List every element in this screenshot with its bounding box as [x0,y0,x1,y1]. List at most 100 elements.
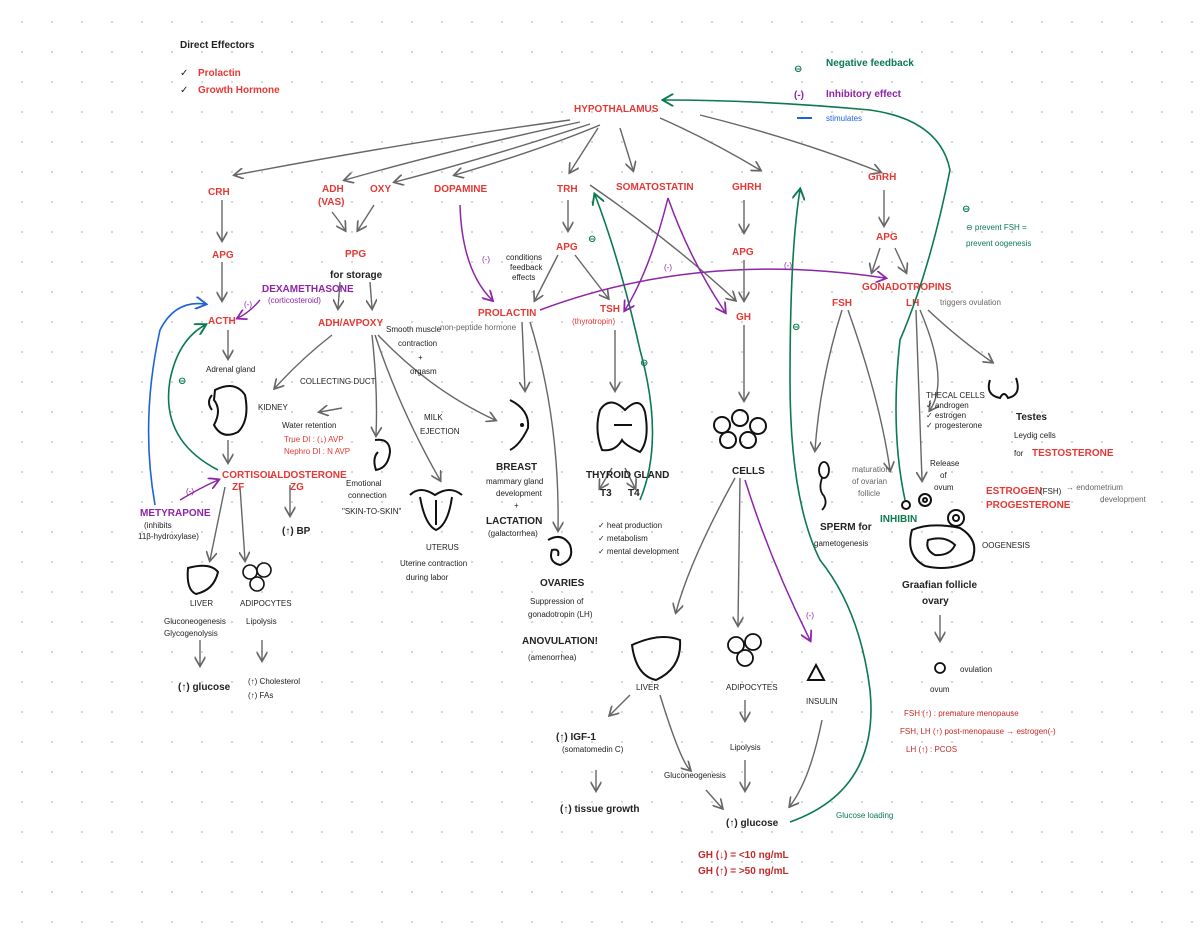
adipocytes2-label: ADIPOCYTES [726,683,778,692]
liver-icon [186,564,220,596]
leydig-label: Leydig cells [1014,431,1056,440]
ovum-small-label: ovum [934,483,954,492]
release-label: Release [930,459,960,468]
metyrapone-label: METYRAPONE [140,508,211,519]
collecting-duct-label: COLLECTING DUCT [300,377,376,386]
prolactin-arrows [522,321,558,530]
amenorrhea-label: (amenorrhea) [528,653,577,662]
ovary-label: ovary [922,596,949,607]
development-label: development [496,489,543,498]
heat-production-label: ✓ heat production [598,521,662,530]
connection-label: connection [348,491,387,500]
mammary-label: mammary gland [486,477,543,486]
testes-icon [987,377,1019,400]
oxy-label: OXY [370,184,391,195]
anovulation-label: ANOVULATION! [522,636,598,647]
oxy2-label: OXY [362,318,383,329]
thyroid-icon [596,401,648,454]
tsh-note: (thyrotropin) [572,317,615,326]
check-icon: ✓ [180,85,188,96]
adh-avp-label: ADH/AVP [318,318,363,329]
liver-label: LIVER [190,599,213,608]
follicle-icon [901,493,976,569]
emotional-label: Emotional [346,479,382,488]
acth-label: ACTH [208,316,236,327]
thecal-cells-label: THECAL CELLS [926,391,985,400]
endometrium-label: → endometrium [1066,483,1123,492]
gluconeo-label: Gluconeogenesis [164,617,226,626]
breast-nipple-icon [520,423,524,427]
lipolysis2-label: Lipolysis [730,743,761,752]
inhibit-mark: (-) [806,611,814,620]
negative-feedback-icon: ⊖ [792,322,800,333]
trh-label: TRH [557,184,578,195]
negative-feedback-icon: ⊖ [588,234,596,245]
suppression-label: Suppression of [530,597,584,606]
kidney-label: KIDNEY [258,403,288,412]
tissue-growth-label: (↑) tissue growth [560,804,639,815]
sperm-label: SPERM for [820,522,872,533]
contraction-label: contraction [398,339,437,348]
ovaries-label: OVARIES [540,578,585,589]
fsh-label: FSH [832,298,852,309]
estrogen-note: (FSH) [1040,487,1062,496]
thyroid-gland-label: THYROID GLAND [586,470,669,481]
crh-label: CRH [208,187,230,198]
adrenal-gland-label: Adrenal gland [206,365,255,374]
of-label: of [940,471,947,480]
orgasm-label: orgasm [410,367,437,376]
bp-label: (↑) BP [282,526,311,537]
metyrapone-note-2: 11β-hydroxylase) [138,532,199,541]
vas-label: (VAS) [318,197,344,208]
insulin-label: INSULIN [806,697,838,706]
plus-label: + [418,353,423,362]
uterine-contraction-label: Uterine contraction [400,559,467,568]
zg-label: ZG [290,482,304,493]
gluconeo2-label: Gluconeogenesis [664,771,726,780]
uterus-icon [409,489,463,532]
gh-level-low: GH (↓) = <10 ng/mL [698,850,789,861]
ejection-label: EJECTION [420,427,460,436]
legend-negative-feedback: Negative feedback [826,58,914,69]
negative-feedback-icon: ⊖ [640,358,648,369]
apg3-label: APG [732,247,754,258]
feedback-note-1: conditions [506,253,542,262]
gnrh-label: GnRH [868,172,896,183]
glucose-loading-label: Glucose loading [836,811,893,820]
apg2-label: APG [556,242,578,253]
emotional-connection-icon [373,438,392,472]
negative-feedback-icon: ⊖ [178,376,186,387]
oogenesis-label: OOGENESIS [982,541,1030,550]
hypothalamus-arrows [235,114,880,182]
for-storage-label: for storage [330,270,383,281]
skin-to-skin-label: "SKIN-TO-SKIN" [342,507,401,516]
testes-label: Testes [1016,412,1047,423]
glucose-label: (↑) glucose [178,682,231,693]
adrenal-kidney-icon [208,385,248,436]
progesterone-small-label: ✓ progesterone [926,421,983,430]
ovulation-label: ovulation [960,665,992,674]
trh-arrows [535,184,735,488]
gametogenesis-label: gametogenesis [814,539,868,548]
ovaries-icon [547,535,573,567]
non-peptide-label: non-peptide hormone [440,323,517,332]
feedback-note-3: effects [512,273,535,282]
inhibit-mark: (-) [784,261,792,270]
tsh-label: TSH [600,304,620,315]
maturation-label-2: of ovarian [852,477,887,486]
mental-development-label: ✓ mental development [598,547,680,556]
progesterone-label: PROGESTERONE [986,500,1071,511]
gnrh-arrows [815,190,992,640]
breast-label: BREAST [496,462,537,473]
dexamethasone-note: (corticosteroid) [268,296,321,305]
negative-feedback-icon: ⊖ [794,64,802,75]
estrogen-label: ESTROGEN [986,486,1042,497]
metyrapone-stimulate-arrow [147,304,205,506]
t3-label: T3 [600,488,612,499]
metyrapone-inhibit-arrow [179,480,218,501]
cortisol-label: CORTISOL [222,470,274,481]
adipocytes-label: ADIPOCYTES [240,599,292,608]
inhibit-mark: (-) [186,487,194,496]
prolactin-gnrh-inhibit-arrow [539,268,885,311]
